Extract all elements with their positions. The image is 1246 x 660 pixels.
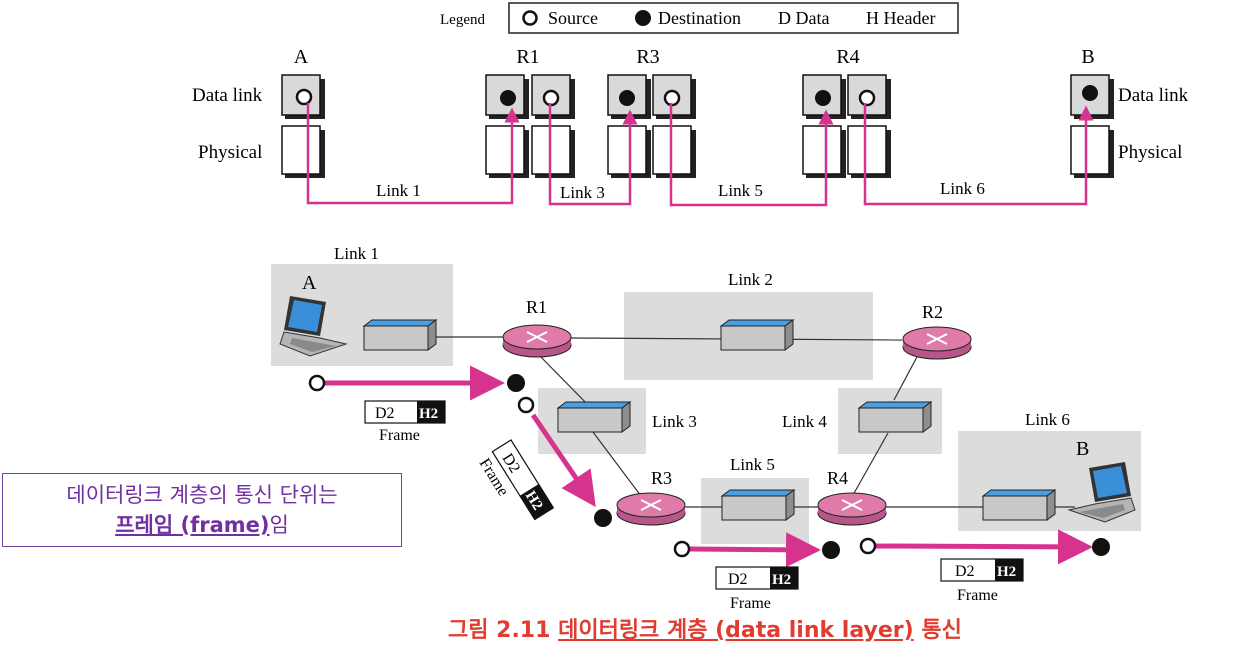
callout-frame-term: 프레임 (frame) — [115, 513, 270, 537]
hop-arrow-4 — [875, 529, 1093, 565]
net-link-label-3: Link 3 — [652, 412, 697, 431]
destination-icon — [1092, 538, 1110, 556]
source-icon — [522, 10, 538, 26]
stack-a — [281, 74, 325, 178]
callout-box: 데이터링크 계층의 통신 단위는 프레임 (frame)임 — [2, 473, 402, 547]
router-icon — [902, 326, 972, 360]
link-path-6 — [863, 103, 1094, 206]
source-icon — [663, 89, 681, 107]
net-link-label-5: Link 5 — [730, 455, 775, 474]
frame-data-label: D2 — [375, 405, 395, 422]
router-label-r4: R4 — [827, 468, 848, 488]
frame-1: D2 H2 Frame — [364, 400, 446, 444]
node-label-b: B — [1081, 46, 1094, 68]
frame-header-label: H2 — [419, 406, 438, 422]
node-label-a: A — [294, 46, 309, 68]
destination-icon — [619, 90, 635, 106]
legend-header-label: H Header — [866, 8, 935, 28]
source-icon — [858, 89, 876, 107]
net-link-label-4: Link 4 — [782, 412, 827, 431]
stack-r1 — [485, 74, 575, 178]
net-link-label-2: Link 2 — [728, 270, 773, 289]
frame-header-label: H2 — [997, 564, 1016, 580]
layer-label-datalink-left: Data link — [192, 85, 263, 106]
figure-caption: 그림 2.11 데이터링크 계층 (data link layer) 통신 — [448, 612, 962, 644]
switch-icon — [719, 319, 795, 351]
stack-r4 — [802, 74, 891, 178]
router-icon — [502, 324, 572, 358]
frame-3: D2 H2 Frame — [715, 566, 799, 612]
link-path-1 — [306, 103, 520, 205]
frame-caption: Frame — [379, 427, 420, 444]
legend-data-label: D Data — [778, 8, 829, 28]
laptop-icon — [1067, 462, 1136, 523]
legend: Legend Source Destination D Data H Heade… — [440, 2, 959, 34]
host-label-a: A — [302, 272, 317, 294]
destination-icon — [507, 374, 525, 392]
switch-icon — [720, 489, 796, 521]
destination-icon — [815, 90, 831, 106]
router-label-r1: R1 — [526, 297, 547, 317]
destination-icon — [1082, 85, 1098, 101]
laptop-icon — [279, 296, 348, 357]
router-label-r3: R3 — [651, 468, 672, 488]
layer-label-physical-left: Physical — [198, 142, 262, 163]
callout-line-1: 데이터링크 계층의 통신 단위는 — [66, 483, 338, 507]
link-label-6: Link 6 — [940, 179, 985, 198]
destination-icon — [594, 509, 612, 527]
hop-arrow-3 — [689, 532, 821, 568]
net-link-label-1: Link 1 — [334, 244, 379, 263]
source-icon — [517, 396, 535, 414]
switch-icon — [857, 401, 933, 433]
network-diagram: Link 1 Link 2 Link 3 Link 4 Link 5 Link … — [271, 244, 1141, 612]
destination-icon — [822, 541, 840, 559]
link-label-3: Link 3 — [560, 183, 605, 202]
link-path-5 — [669, 103, 834, 207]
node-label-r4: R4 — [836, 46, 859, 68]
source-icon — [308, 374, 326, 392]
switch-icon — [362, 319, 438, 351]
callout-line-2-suffix: 임 — [269, 513, 289, 537]
stack-b — [1070, 74, 1114, 178]
source-icon — [295, 88, 313, 106]
source-icon — [859, 537, 877, 555]
stack-r3 — [607, 74, 696, 178]
link-label-5: Link 5 — [718, 181, 763, 200]
callout-line-2: 프레임 (frame)임 — [3, 510, 401, 540]
destination-icon — [635, 10, 651, 26]
node-label-r1: R1 — [516, 46, 539, 68]
switch-icon — [556, 401, 632, 433]
layer-label-datalink-right: Data link — [1118, 85, 1189, 106]
source-icon — [673, 540, 691, 558]
source-icon — [542, 89, 560, 107]
frame-4: D2 H2 Frame — [940, 558, 1024, 604]
link-label-1: Link 1 — [376, 181, 421, 200]
layer-diagram: A R1 R3 R4 B Data link Physical Data lin… — [192, 46, 1189, 207]
router-label-r2: R2 — [922, 302, 943, 322]
legend-source-label: Source — [548, 8, 598, 28]
caption-title: 데이터링크 계층 (data link layer) — [558, 618, 914, 643]
destination-icon — [500, 90, 516, 106]
net-link-label-6: Link 6 — [1025, 410, 1070, 429]
router-icon — [817, 492, 887, 526]
switch-icon — [981, 489, 1057, 521]
router-icon — [616, 492, 686, 526]
node-label-r3: R3 — [636, 46, 659, 68]
frame-data-label: D2 — [955, 563, 975, 580]
legend-destination-label: Destination — [658, 8, 741, 28]
layer-label-physical-right: Physical — [1118, 142, 1182, 163]
caption-suffix: 통신 — [913, 618, 962, 643]
hop-arrow-2 — [530, 413, 596, 508]
link-path-3 — [548, 103, 638, 206]
caption-prefix: 그림 2.11 — [448, 618, 559, 643]
host-label-b: B — [1076, 438, 1089, 460]
legend-title: Legend — [440, 12, 485, 28]
frame-caption: Frame — [957, 587, 998, 604]
frame-caption: Frame — [730, 595, 771, 612]
frame-data-label: D2 — [728, 571, 748, 588]
frame-header-label: H2 — [772, 572, 791, 588]
legend-box — [508, 2, 959, 34]
